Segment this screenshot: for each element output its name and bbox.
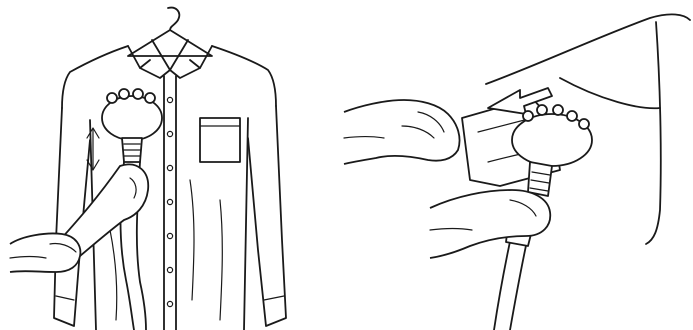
hanger-icon [128, 8, 212, 56]
hand-icon [430, 190, 550, 258]
hand-icon [10, 164, 148, 272]
left-panel-shirt-steaming [10, 8, 286, 330]
right-panel-fabric-steaming [344, 14, 690, 330]
hand-icon [344, 100, 460, 164]
shirt-buttons [167, 97, 172, 306]
shirt-icon [54, 40, 286, 330]
